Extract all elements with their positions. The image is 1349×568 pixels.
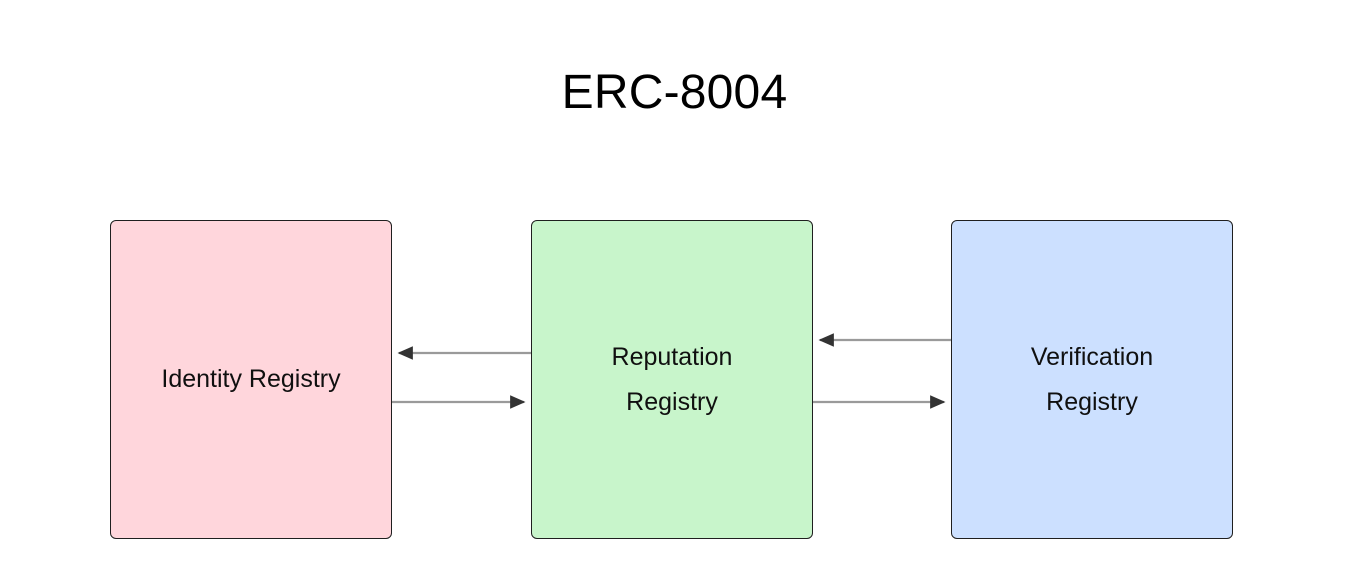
node-reputation-registry[interactable]: Reputation Registry [531, 220, 813, 539]
page-title: ERC-8004 [561, 66, 788, 119]
node-verification-registry-label: Verification Registry [1030, 342, 1154, 416]
node-identity-registry-label: Identity Registry [161, 365, 341, 393]
node-verification-registry[interactable]: Verification Registry [951, 220, 1233, 539]
node-identity-registry[interactable]: Identity Registry [110, 220, 392, 539]
node-reputation-registry-label: Reputation Registry [611, 342, 733, 416]
